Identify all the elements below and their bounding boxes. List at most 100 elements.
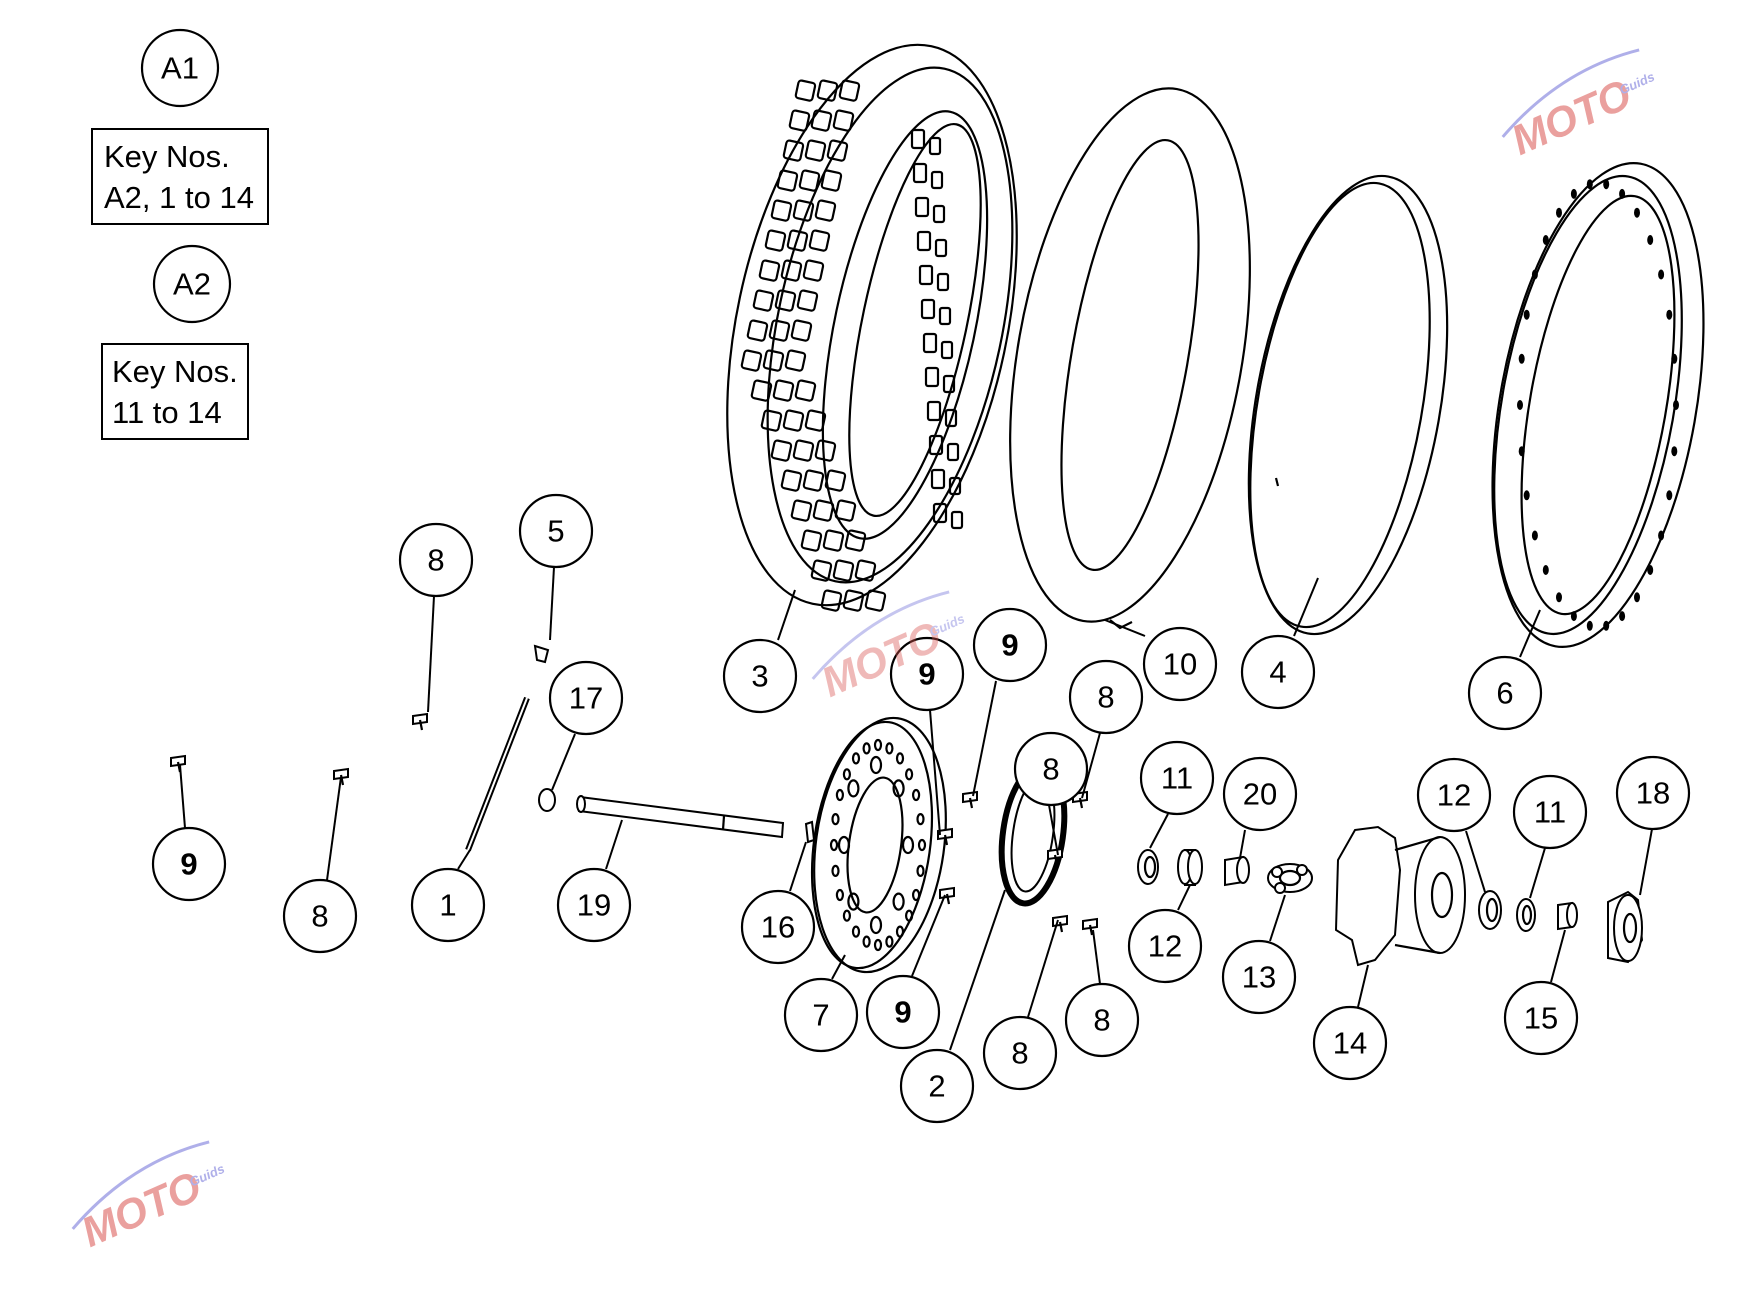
callout-circle — [410, 867, 486, 943]
callout-8: 8 — [1068, 659, 1144, 735]
callout-circle — [982, 1015, 1058, 1091]
watermark-subtext: Guids — [187, 1161, 227, 1190]
leader-line-c11b — [1529, 847, 1546, 899]
callout-circle — [1240, 634, 1316, 710]
callout-circle — [548, 660, 624, 736]
leader-line-c10 — [1104, 619, 1146, 637]
callout-3: 3 — [722, 638, 798, 714]
rim-spoke-holes — [1517, 179, 1679, 631]
legend-a1-circle — [140, 28, 220, 108]
callout-circle — [1013, 731, 1089, 807]
callout-label: 9 — [918, 657, 935, 692]
part-bearing-11a — [1137, 849, 1159, 885]
callout-circle — [1068, 659, 1144, 735]
callout-11: 11 — [1139, 740, 1215, 816]
part-spoke — [465, 696, 530, 852]
leader-lines — [179, 566, 1653, 1051]
leader-line-c12a — [1465, 830, 1486, 893]
callout-circle — [1142, 626, 1218, 702]
callout-circle — [1127, 908, 1203, 984]
leader-line-c12b — [1177, 884, 1191, 911]
callout-label: 9 — [180, 847, 197, 882]
callout-17: 17 — [548, 660, 624, 736]
tyre-tread-blocks — [740, 79, 964, 612]
callout-label: 20 — [1243, 777, 1277, 812]
callout-11: 11 — [1512, 774, 1588, 850]
callout-label: 1 — [439, 888, 456, 923]
part-bearing-11b — [1516, 898, 1536, 932]
leader-line-c8f — [1092, 929, 1101, 985]
callout-circle — [740, 889, 816, 965]
callout-circle — [722, 638, 798, 714]
callout-circle — [899, 1048, 975, 1124]
leader-line-c16 — [789, 841, 807, 892]
callout-circle — [398, 522, 474, 598]
part-spindle — [576, 795, 785, 839]
leader-line-c7 — [831, 954, 846, 980]
part-hub-14 — [1334, 825, 1466, 967]
callout-circle — [1615, 755, 1691, 831]
legend-a2: A2 Key Nos. 11 to 14 — [101, 244, 249, 440]
callout-label: 17 — [569, 681, 603, 716]
callout-1: 1 — [410, 867, 486, 943]
part-brake-disc — [810, 716, 947, 974]
part-rim — [1491, 162, 1705, 648]
callout-circle — [1416, 757, 1492, 833]
callout-18: 18 — [1615, 755, 1691, 831]
leader-line-c11a — [1149, 813, 1169, 849]
callout-10: 10 — [1142, 626, 1218, 702]
leader-line-c9b — [972, 680, 997, 797]
part-rim-tape — [1247, 174, 1449, 636]
part-collar-17 — [538, 788, 556, 812]
leader-line-c18 — [1639, 828, 1653, 896]
callout-label: 10 — [1163, 647, 1197, 682]
callout-label: 6 — [1496, 676, 1513, 711]
callout-label: 8 — [427, 543, 444, 578]
leader-line-c3 — [777, 589, 796, 641]
callout-circle — [282, 878, 358, 954]
callout-circle — [865, 974, 941, 1050]
callout-label: 14 — [1333, 1026, 1367, 1061]
legend-a1: A1 Key Nos. A2, 1 to 14 — [91, 28, 269, 225]
callout-circle — [1503, 980, 1579, 1056]
callout-8: 8 — [282, 878, 358, 954]
callout-12: 12 — [1416, 757, 1492, 833]
part-spacer-15 — [1557, 901, 1578, 931]
callout-label: 9 — [1001, 628, 1018, 663]
callout-2: 2 — [899, 1048, 975, 1124]
callout-circle — [972, 607, 1048, 683]
part-tyre — [726, 43, 1018, 612]
callout-14: 14 — [1312, 1005, 1388, 1081]
leader-line-c1 — [457, 849, 471, 870]
leader-line-c13 — [1269, 894, 1286, 942]
callout-9: 9 — [151, 826, 227, 902]
callout-label: 19 — [577, 888, 611, 923]
callout-8: 8 — [982, 1015, 1058, 1091]
callout-12: 12 — [1127, 908, 1203, 984]
callout-5: 5 — [518, 493, 594, 569]
legend-a2-note-box — [101, 343, 249, 440]
leader-line-c20 — [1239, 829, 1246, 859]
brake-disc-holes — [829, 738, 927, 952]
callout-9: 9 — [865, 974, 941, 1050]
callout-circle — [1312, 1005, 1388, 1081]
watermark-subtext: Guids — [1617, 69, 1657, 98]
callout-label: 11 — [1161, 761, 1193, 796]
callout-label: 11 — [1534, 795, 1566, 830]
leader-line-c6 — [1519, 609, 1541, 658]
callout-circle — [783, 977, 859, 1053]
callout-label: 16 — [761, 910, 795, 945]
leader-line-c5 — [549, 566, 555, 641]
legend-a1-note-line2: A2, 1 to 14 — [104, 180, 254, 215]
leader-line-c8b — [1081, 732, 1101, 799]
watermark-top-right: MOTO Guids — [1501, 48, 1657, 164]
legend-a1-label: A1 — [161, 51, 199, 86]
leader-line-c9c — [179, 764, 186, 829]
callout-20: 20 — [1222, 756, 1298, 832]
leader-line-c8c — [1048, 804, 1059, 856]
callout-circle — [889, 636, 965, 712]
callout-label: 3 — [751, 659, 768, 694]
callout-16: 16 — [740, 889, 816, 965]
legend-a1-note-line1: Key Nos. — [104, 139, 230, 174]
bolts-and-screws — [170, 712, 1098, 936]
